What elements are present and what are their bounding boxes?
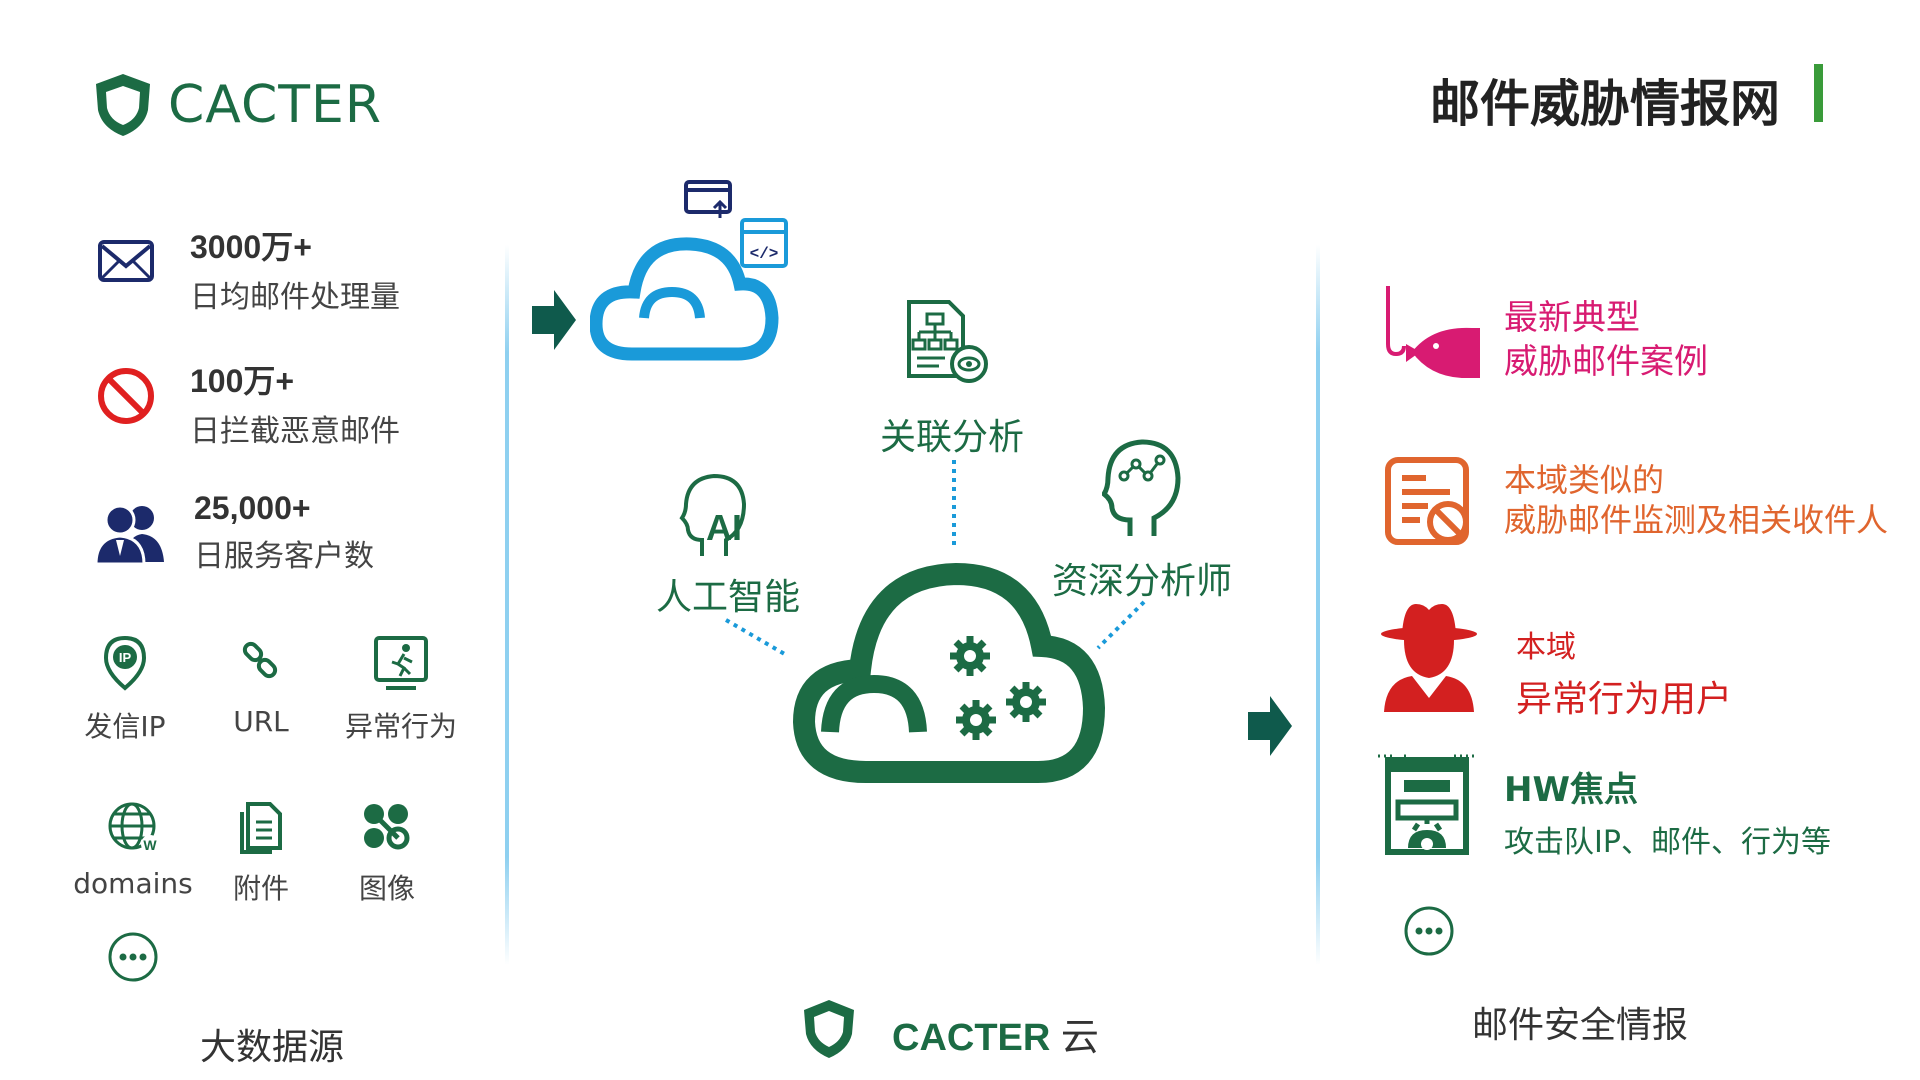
item-line2: 威胁邮件监测及相关收件人 — [1504, 501, 1889, 539]
right-item-cases: 最新典型 威胁邮件案例 — [1504, 296, 1708, 384]
blue-cloud-icon: </> — [590, 180, 788, 361]
stat-label: 日拦截恶意邮件 — [190, 414, 400, 449]
page-title: 邮件威胁情报网 — [1430, 75, 1780, 133]
stat-value: 100万+ — [190, 363, 295, 399]
right-item-monitor: 本域类似的 威胁邮件监测及相关收件人 — [1504, 460, 1888, 540]
correlation-icon — [907, 300, 988, 383]
link-icon — [242, 641, 278, 679]
mail-icon — [98, 240, 154, 282]
dotted-connector — [1096, 600, 1146, 650]
correlation-label: 关联分析 — [880, 417, 1025, 458]
right-footer: 邮件安全情报 — [1472, 1005, 1689, 1046]
analyst-label: 资深分析师 — [1052, 561, 1233, 602]
svg-text:</>: </> — [750, 245, 779, 263]
svg-text:AI: AI — [706, 507, 742, 548]
left-footer: 大数据源 — [200, 1027, 345, 1068]
item-line2: 异常行为用户 — [1516, 679, 1733, 720]
right-item-hw: HW焦点 攻击队IP、邮件、行为等 — [1504, 762, 1831, 861]
block-icon — [98, 368, 154, 424]
analyst-head-icon — [1102, 439, 1181, 536]
source-label: 附件 — [232, 872, 289, 905]
cacter-logo: CACTER — [92, 70, 382, 140]
shield-logo-icon — [804, 1000, 854, 1058]
divider-right — [1316, 245, 1320, 965]
center-footer: CACTER 云 — [892, 1006, 1099, 1061]
users-icon — [94, 504, 164, 566]
stat-value: 25,000+ — [194, 490, 311, 526]
logo-text: CACTER — [168, 75, 383, 135]
svg-text:IP: IP — [119, 650, 132, 665]
title-accent-bar — [1814, 64, 1823, 122]
item-line1: 最新典型 — [1504, 298, 1640, 338]
source-attachment: 附件 — [196, 800, 326, 907]
spy-icon — [1381, 604, 1477, 712]
attachment-icon — [240, 802, 282, 854]
cacter-cloud-icon — [792, 562, 1106, 783]
source-label: URL — [233, 705, 289, 738]
source-behavior: 异常行为 — [336, 634, 466, 745]
shield-logo-icon — [96, 74, 150, 136]
divider-left — [505, 245, 509, 965]
ip-pin-icon: IP — [103, 635, 147, 691]
ai-label: 人工智能 — [656, 577, 801, 618]
more-icon[interactable] — [106, 930, 160, 984]
arrow-right-icon — [1248, 696, 1292, 756]
arrow-right-icon — [532, 290, 576, 350]
more-icon[interactable] — [1402, 904, 1456, 958]
dotted-connector — [724, 618, 790, 658]
behavior-icon — [374, 636, 428, 690]
source-url: URL — [196, 634, 326, 738]
stat-users: 25,000+ 日服务客户数 — [194, 490, 374, 575]
stat-block: 100万+ 日拦截恶意邮件 — [190, 356, 400, 450]
source-domains: W domains — [68, 800, 198, 900]
stat-value: 3000万+ — [190, 229, 312, 265]
item-line2: 威胁邮件案例 — [1504, 342, 1708, 382]
phishing-icon — [1386, 286, 1480, 378]
source-label: 发信IP — [84, 710, 166, 743]
footer-brand: CACTER — [892, 1017, 1051, 1059]
item-line1: 本域类似的 — [1504, 461, 1665, 499]
globe-icon: W — [108, 802, 159, 853]
source-label: 异常行为 — [344, 710, 457, 743]
item-line2: 攻击队IP、邮件、行为等 — [1504, 825, 1831, 860]
footer-suffix: 云 — [1060, 1015, 1099, 1059]
image-icon — [364, 804, 410, 850]
shop-gear-icon — [1378, 754, 1474, 855]
item-line1: 本域 — [1516, 630, 1576, 665]
stat-label: 日服务客户数 — [194, 539, 374, 574]
source-image: 图像 — [322, 800, 452, 907]
stat-label: 日均邮件处理量 — [190, 280, 400, 315]
right-item-users: 本域 异常行为用户 — [1516, 622, 1732, 722]
source-ip: IP 发信IP — [60, 634, 190, 745]
dotted-connector — [952, 460, 956, 548]
svg-text:W: W — [143, 837, 157, 853]
stat-mail: 3000万+ 日均邮件处理量 — [190, 222, 400, 316]
item-line1: HW焦点 — [1504, 770, 1638, 810]
ai-head-icon: AI — [679, 473, 747, 556]
source-label: 图像 — [358, 872, 415, 905]
document-block-icon — [1385, 457, 1469, 545]
source-label: domains — [73, 867, 193, 900]
